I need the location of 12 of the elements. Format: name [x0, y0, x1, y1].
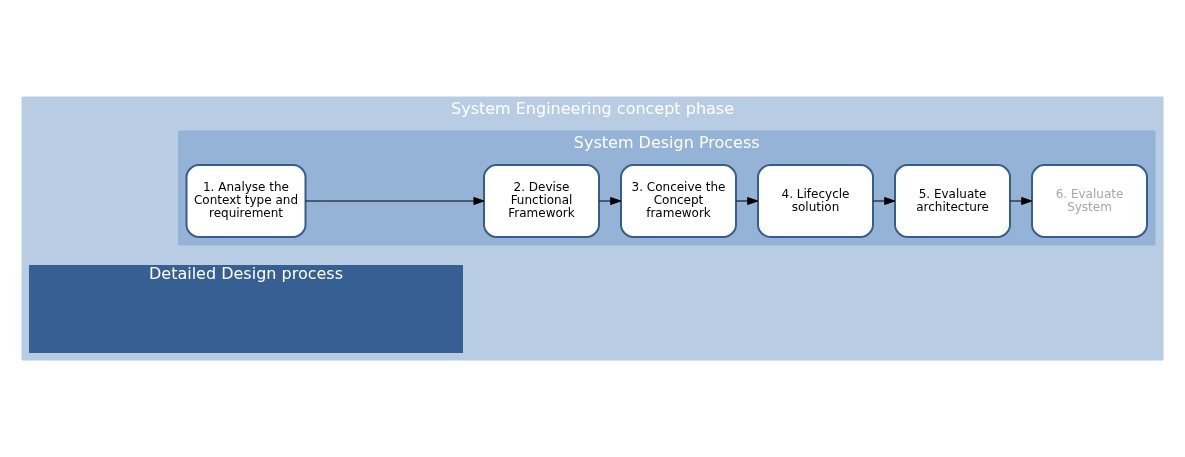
- node-box: 2. Devise Functional Framework: [483, 164, 600, 238]
- node-box: 1. Analyse the Context type and requirement: [185, 164, 307, 238]
- arrow: [1009, 197, 1033, 205]
- node-box: 4. Lifecycle solution: [757, 164, 874, 238]
- arrow: [872, 197, 896, 205]
- arrow: [305, 197, 485, 205]
- arrow: [735, 197, 759, 205]
- node-box: 5. Evaluate architecture: [894, 164, 1011, 238]
- node-box: 6. Evaluate System: [1031, 164, 1148, 238]
- node-box: 3. Conceive the Concept framework: [620, 164, 737, 238]
- arrow: [598, 197, 622, 205]
- node-box: Detailed Design process: [29, 265, 463, 353]
